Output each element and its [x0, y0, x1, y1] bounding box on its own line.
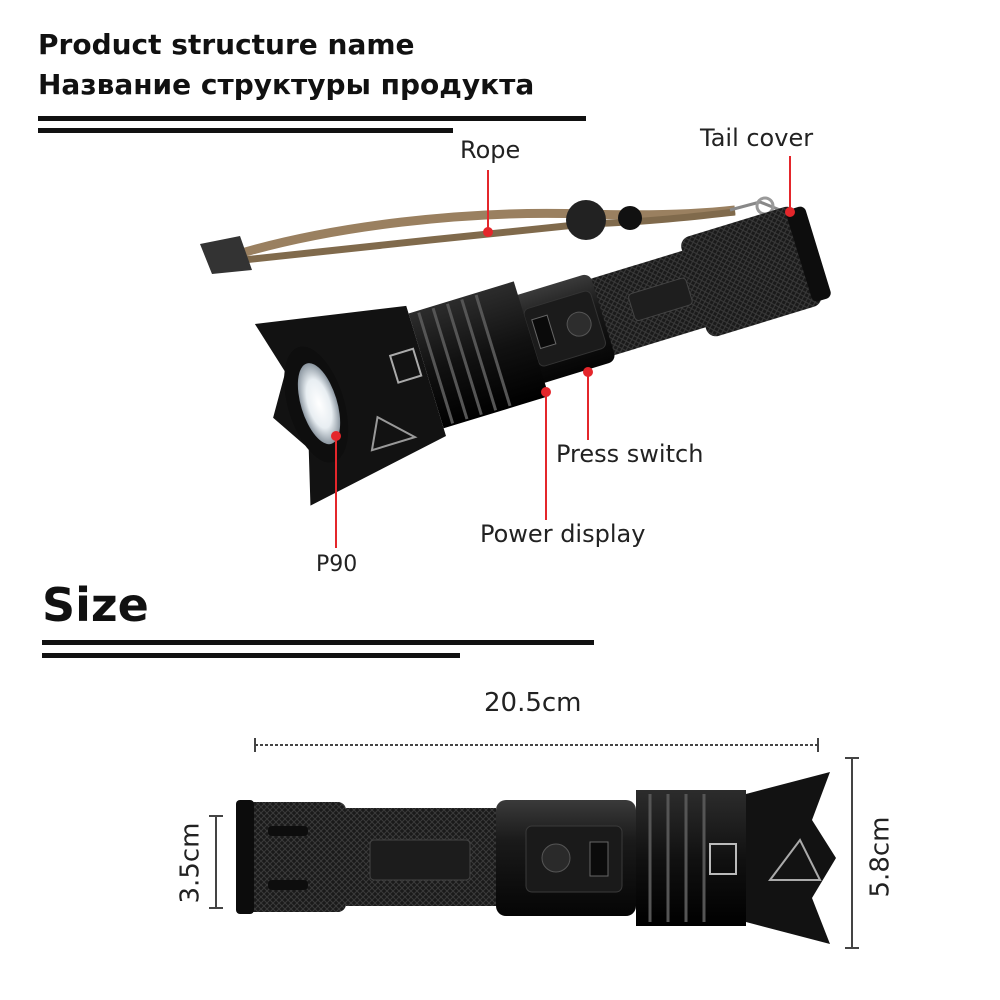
- dimension-length-label: 20.5cm: [484, 688, 582, 718]
- callout-lines: [331, 156, 795, 548]
- dimension-head-diameter-label: 5.8cm: [865, 816, 896, 898]
- size-rule-long: [42, 640, 594, 645]
- label-press-switch: Press switch: [556, 440, 704, 468]
- label-power-display: Power display: [480, 520, 646, 548]
- size-title: Size: [42, 578, 149, 632]
- lanyard-rope: [200, 196, 781, 274]
- title-rule-short: [38, 128, 453, 133]
- label-rope: Rope: [460, 136, 521, 164]
- dimension-lines: [209, 738, 859, 949]
- dimension-tail-diameter-label: 3.5cm: [175, 822, 206, 904]
- title-rule-long: [38, 116, 586, 121]
- title-english: Product structure name: [38, 28, 415, 61]
- title-russian: Название структуры продукта: [38, 68, 535, 101]
- label-lamp-p90: P90: [316, 552, 358, 577]
- label-tail-cover: Tail cover: [700, 124, 814, 152]
- size-rule-short: [42, 653, 460, 658]
- top-flashlight: [200, 196, 831, 506]
- bottom-flashlight: [236, 772, 836, 944]
